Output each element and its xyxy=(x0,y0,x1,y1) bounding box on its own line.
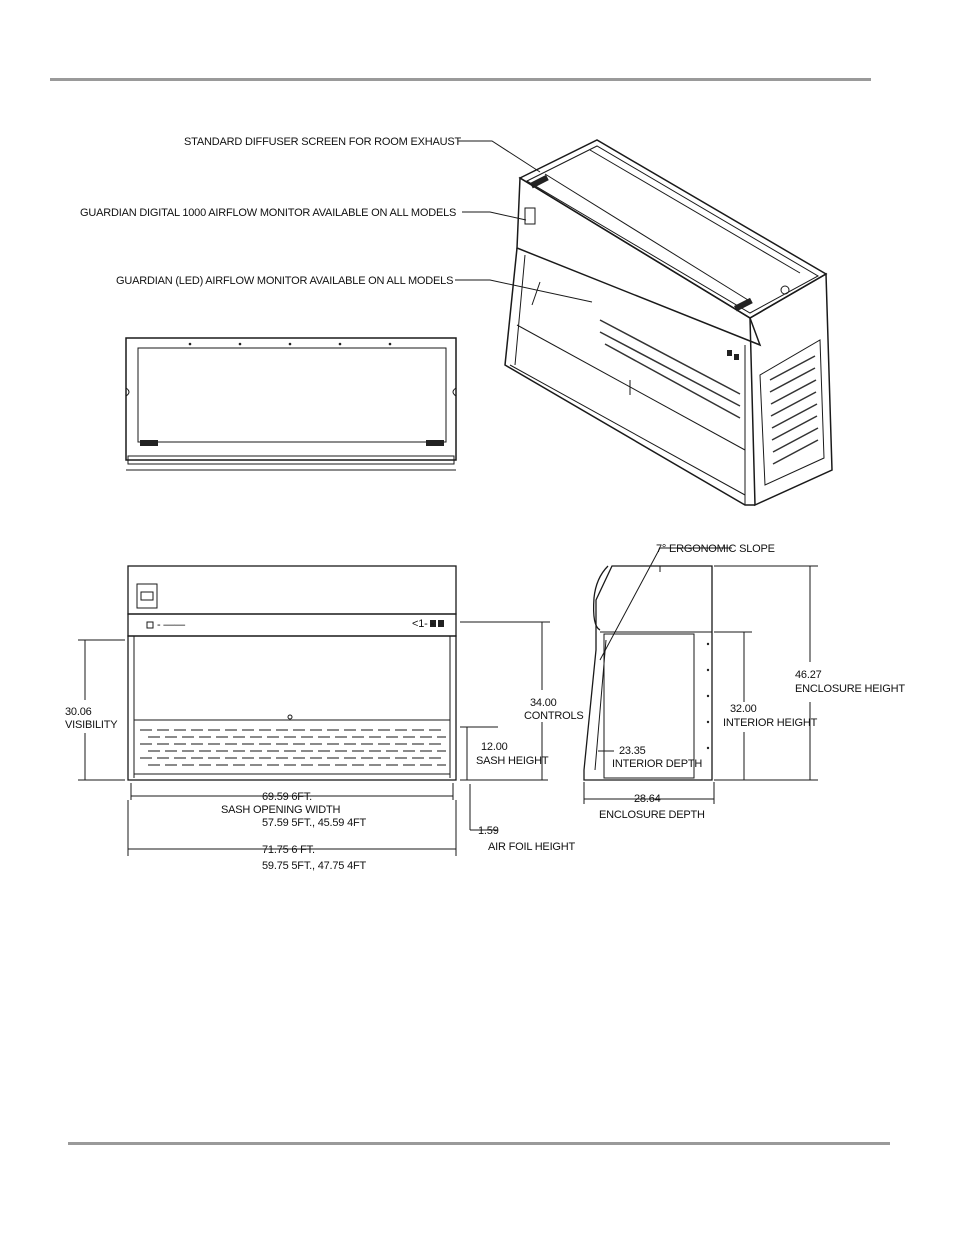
leader-slope xyxy=(599,547,732,661)
iso-side-slots xyxy=(769,355,819,465)
small-front-view xyxy=(125,337,457,471)
interior-depth-label: INTERIOR DEPTH xyxy=(612,758,702,770)
overall-width-line1: 71.75 6 FT. xyxy=(262,844,315,856)
overall-width-line2: 59.75 5FT., 47.75 4FT xyxy=(262,860,367,872)
interior-height-value: 32.00 xyxy=(730,703,757,715)
enclosure-depth-label: ENCLOSURE DEPTH xyxy=(599,809,705,821)
visibility-value: 30.06 xyxy=(65,706,92,718)
sash-width-line3: 57.59 5FT., 45.59 4FT xyxy=(262,817,367,829)
callouts: STANDARD DIFFUSER SCREEN FOR ROOM EXHAUS… xyxy=(80,136,593,303)
side-outline xyxy=(583,565,713,781)
enclosure-height-value: 46.27 xyxy=(795,669,822,681)
controls-value: 34.00 xyxy=(530,697,557,709)
sash-width-line2: SASH OPENING WIDTH xyxy=(221,804,340,816)
svg-text:<1- -: <1- - xyxy=(412,618,434,630)
sash-width-line1: 69.59 6FT. xyxy=(262,791,312,803)
front-baffle-slots xyxy=(140,729,446,766)
iso-baffle-slots xyxy=(599,319,741,419)
side-view: 7° ERGONOMIC SLOPE 46.27 ENCLOSURE HEIGH… xyxy=(583,543,906,821)
airfoil-label: AIR FOIL HEIGHT xyxy=(488,841,576,853)
enclosure-depth-value: 28.64 xyxy=(634,793,661,805)
iso-side xyxy=(749,272,833,507)
interior-height-label: INTERIOR HEIGHT xyxy=(723,717,818,729)
front-view: - —— <1- - 30.06 VISIBILITY 34.00 CONTRO… xyxy=(65,565,584,872)
callout-digital-monitor: GUARDIAN DIGITAL 1000 AIRFLOW MONITOR AV… xyxy=(80,207,456,219)
leader-diffuser xyxy=(458,140,541,173)
isometric-view xyxy=(504,139,833,507)
sash-height-value: 12.00 xyxy=(481,741,508,753)
visibility-label: VISIBILITY xyxy=(65,719,118,731)
slope-label: 7° ERGONOMIC SLOPE xyxy=(656,543,775,555)
iso-canopy-front xyxy=(516,176,762,347)
iso-top-inner xyxy=(525,145,820,314)
svg-text:- ——: - —— xyxy=(157,619,185,631)
bottom-rule xyxy=(68,1142,890,1145)
callout-led-monitor: GUARDIAN (LED) AIRFLOW MONITOR AVAILABLE… xyxy=(116,275,453,287)
sash-height-label: SASH HEIGHT xyxy=(476,755,549,767)
callout-diffuser: STANDARD DIFFUSER SCREEN FOR ROOM EXHAUS… xyxy=(184,136,461,148)
enclosure-height-label: ENCLOSURE HEIGHT xyxy=(795,683,905,695)
controls-label: CONTROLS xyxy=(524,710,584,722)
airfoil-value: 1.59 xyxy=(478,825,499,837)
iso-top xyxy=(518,139,828,319)
leader-led-monitor xyxy=(455,279,593,303)
interior-depth-value: 23.35 xyxy=(619,745,646,757)
leader-digital-monitor xyxy=(462,211,527,221)
top-rule xyxy=(50,78,871,81)
